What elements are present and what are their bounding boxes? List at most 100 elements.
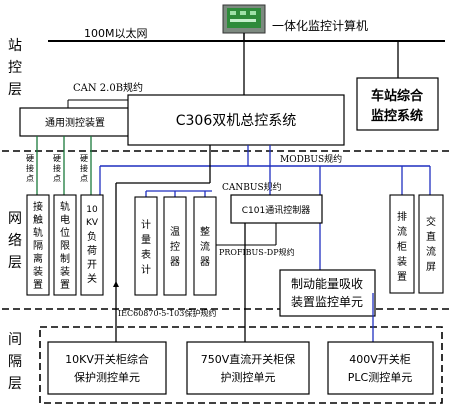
contact-line-isolation-label: 接 触 轨 隔 离 装 置 <box>33 200 43 291</box>
svg-text:装: 装 <box>397 255 407 268</box>
10kv-load-switch <box>80 194 104 296</box>
svg-text:器: 器 <box>200 256 210 268</box>
temperature-controller-label: 温 控 器 <box>170 226 180 268</box>
layer-label-station: 站 控 层 <box>8 38 22 98</box>
rectifier-label: 整 流 器 <box>200 225 210 268</box>
svg-text:计: 计 <box>141 263 151 276</box>
750v-unit-label-1: 750V直流开关柜保 <box>201 352 296 366</box>
rail-potential-limiting-device <box>53 194 77 296</box>
general-measure-device-label: 通用测控装置 <box>45 116 105 129</box>
ac-dc-panel <box>418 194 444 294</box>
station-system-label-2: 监控系统 <box>371 108 423 124</box>
svg-text:开: 开 <box>87 260 97 271</box>
svg-text:层: 层 <box>8 255 22 271</box>
rail-potential-label: 轨 电 位 限 制 装 置 <box>60 200 70 291</box>
contact-line-isolation-device <box>26 194 50 296</box>
svg-text:络: 络 <box>8 233 22 249</box>
svg-text:交: 交 <box>426 215 436 228</box>
svg-text:网: 网 <box>8 211 22 227</box>
svg-text:硬: 硬 <box>26 154 34 163</box>
svg-text:控: 控 <box>8 60 22 76</box>
svg-text:接: 接 <box>33 200 43 213</box>
svg-text:装: 装 <box>33 265 43 278</box>
svg-text:流: 流 <box>397 225 407 238</box>
iec-label: IEC60870-5-103保护规约 <box>118 308 216 318</box>
svg-text:KV: KV <box>86 218 99 228</box>
svg-text:置: 置 <box>60 279 70 291</box>
svg-text:硬: 硬 <box>80 154 88 163</box>
station-integrated-monitoring-system <box>356 77 439 131</box>
drainage-cabinet-device <box>389 194 415 294</box>
svg-text:隔: 隔 <box>8 354 22 370</box>
canbus-label: CANBUS规约 <box>222 181 282 193</box>
svg-text:离: 离 <box>33 252 43 265</box>
svg-text:触: 触 <box>33 213 43 226</box>
can-label: CAN 2.0B规约 <box>73 81 143 94</box>
400v-switchgear-plc-unit <box>327 341 434 395</box>
regen-label-2: 装置监控单元 <box>291 295 363 309</box>
desktop-monitor-icon <box>222 4 266 41</box>
computer-label: 一体化监控计算机 <box>272 18 368 33</box>
svg-text:器: 器 <box>170 256 180 268</box>
svg-text:点: 点 <box>26 174 34 183</box>
svg-text:点: 点 <box>53 174 61 183</box>
svg-text:层: 层 <box>8 82 22 98</box>
svg-text:制: 制 <box>60 252 70 265</box>
svg-text:直: 直 <box>426 230 436 243</box>
temperature-controller <box>163 196 187 296</box>
400v-unit-label-1: 400V开关柜 <box>349 352 411 366</box>
svg-text:间: 间 <box>8 332 22 348</box>
layer-label-network: 网 络 层 <box>8 211 22 271</box>
svg-text:整: 整 <box>200 225 210 238</box>
rectifier <box>193 196 217 296</box>
svg-text:流: 流 <box>200 240 210 253</box>
svg-text:硬: 硬 <box>53 154 61 163</box>
svg-text:点: 点 <box>80 174 88 183</box>
svg-text:荷: 荷 <box>87 245 97 257</box>
svg-text:控: 控 <box>170 240 180 253</box>
regenerative-braking-monitor-unit <box>279 269 376 317</box>
750v-dc-switchgear-unit <box>186 341 310 395</box>
c306-main-control-label: C306双机总控系统 <box>176 113 297 129</box>
svg-text:限: 限 <box>60 240 70 252</box>
svg-text:置: 置 <box>397 271 407 283</box>
svg-text:装: 装 <box>60 265 70 278</box>
profibus-label: PROFIBUS-DP规约 <box>219 247 295 257</box>
svg-text:位: 位 <box>60 226 70 239</box>
hard-contact-links <box>36 136 92 195</box>
svg-text:表: 表 <box>141 248 151 261</box>
svg-text:轨: 轨 <box>60 200 70 213</box>
svg-text:屏: 屏 <box>426 261 436 273</box>
svg-text:置: 置 <box>33 279 43 291</box>
400v-unit-label-2: PLC测控单元 <box>348 370 412 384</box>
c306-main-control-system <box>127 94 345 146</box>
layer-label-bay: 间 隔 层 <box>8 332 22 392</box>
svg-text:电: 电 <box>60 213 70 226</box>
10kv-unit-label-1: 10KV开关柜综合 <box>65 352 149 366</box>
hard-contact-label-3: 硬 接 点 <box>80 154 88 183</box>
drainage-cabinet-label: 排 流 柜 装 置 <box>397 210 407 283</box>
svg-text:排: 排 <box>397 210 407 223</box>
general-measure-device <box>19 107 132 137</box>
hard-contact-label-2: 硬 接 点 <box>53 154 61 183</box>
hard-contact-label-1: 硬 接 点 <box>26 154 34 183</box>
svg-text:层: 层 <box>8 376 22 392</box>
ac-dc-panel-label: 交 直 流 屏 <box>426 215 436 273</box>
svg-text:隔: 隔 <box>33 240 43 252</box>
bay-layer-enclosure <box>39 326 443 404</box>
10kv-unit-label-2: 保护测控单元 <box>74 370 140 384</box>
10kv-switchgear-protection-unit <box>47 341 167 395</box>
svg-text:负: 负 <box>87 230 97 243</box>
load-switch-label: 10 KV 负 荷 开 关 <box>86 205 99 285</box>
svg-text:计: 计 <box>141 218 151 231</box>
svg-text:轨: 轨 <box>33 226 43 239</box>
station-system-label-1: 车站综合 <box>371 88 424 104</box>
svg-text:接: 接 <box>26 163 34 173</box>
svg-text:流: 流 <box>426 245 436 258</box>
750v-unit-label-2: 护测控单元 <box>221 370 276 384</box>
svg-text:量: 量 <box>141 234 151 246</box>
svg-text:柜: 柜 <box>397 240 407 253</box>
svg-text:10: 10 <box>86 205 98 215</box>
svg-text:接: 接 <box>80 163 88 173</box>
